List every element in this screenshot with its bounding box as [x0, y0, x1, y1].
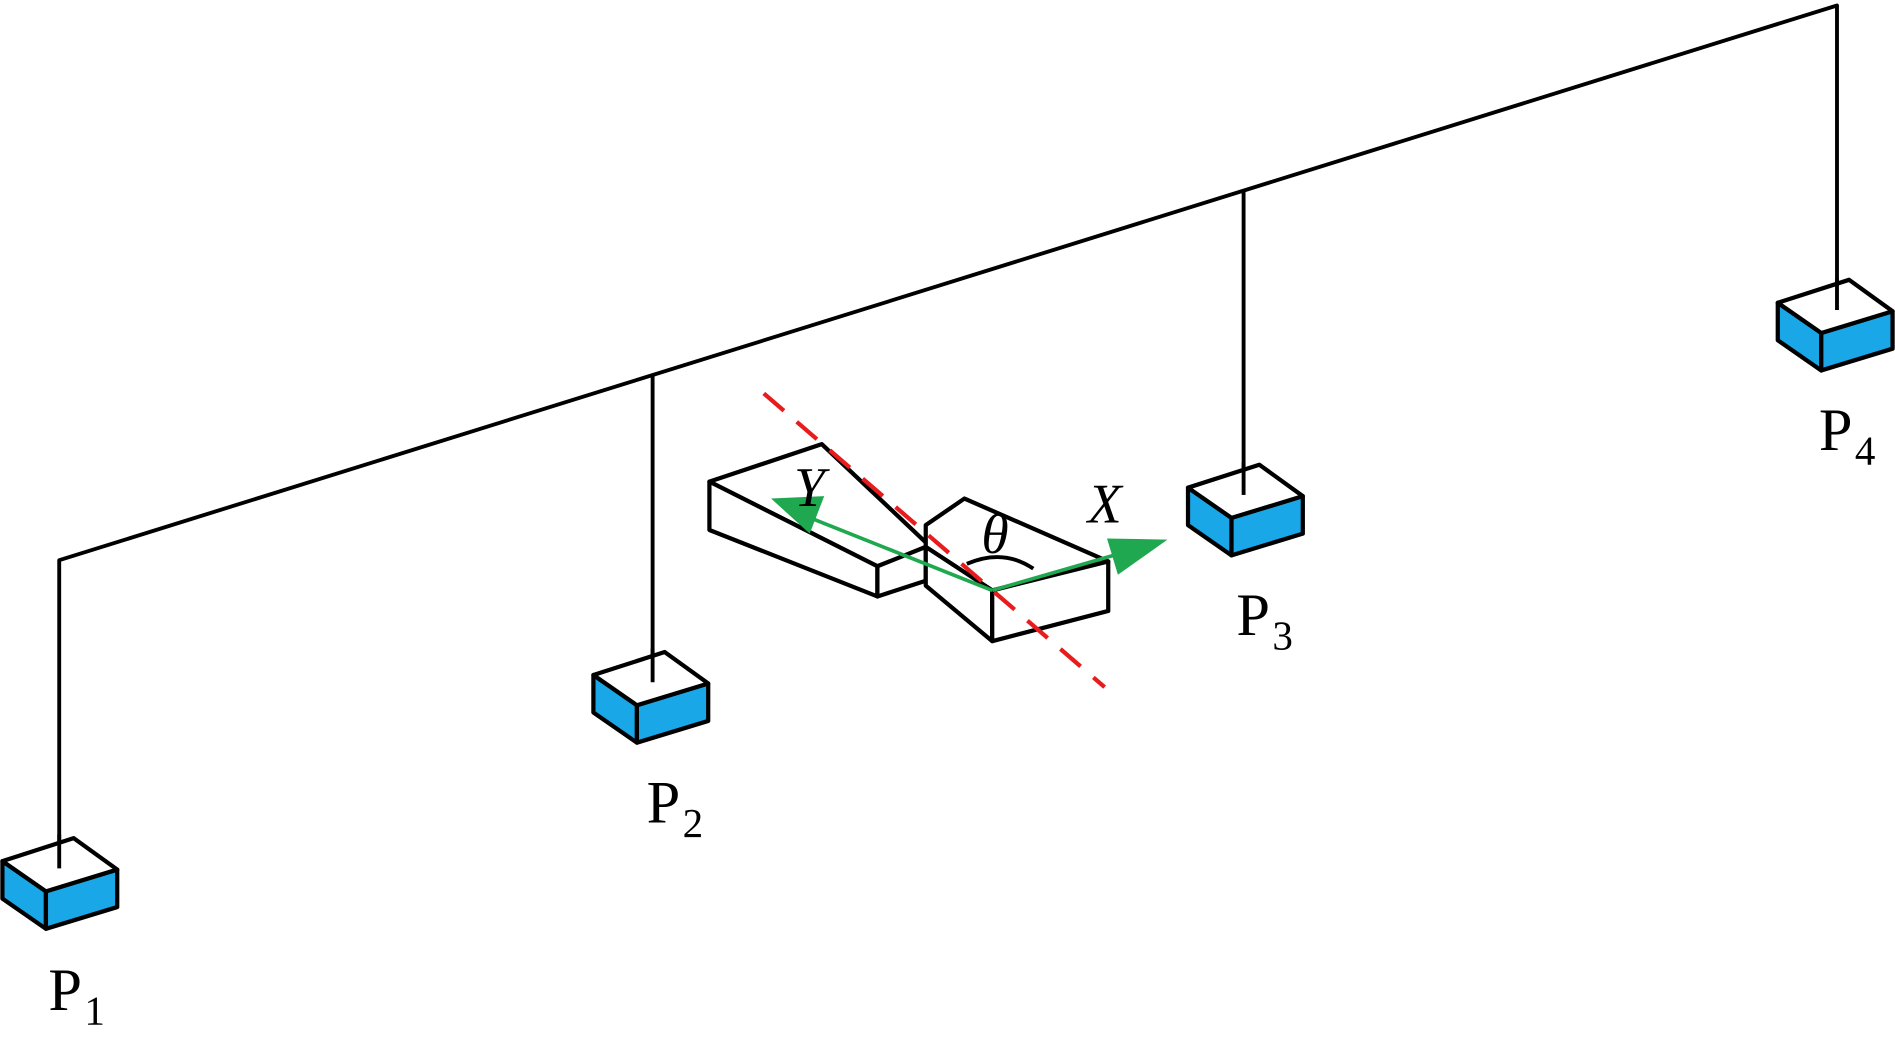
anchor-box-p2: [591, 648, 711, 745]
anchor-label-p3: P3: [1236, 582, 1293, 659]
theta-arc: [966, 555, 1035, 571]
right-block-front: [990, 559, 1111, 644]
anchor-box-p4: [1775, 277, 1895, 373]
reference-dashed-line: [762, 391, 1106, 689]
x-axis-arrowhead: [1107, 538, 1168, 575]
anchor-box-p3: [1185, 462, 1305, 558]
anchor-label-p1: P1: [48, 957, 105, 1034]
y-axis-label: Y: [794, 457, 830, 519]
anchor-box-p1: [0, 834, 120, 931]
y-axis-arrow-line: [806, 515, 993, 593]
theta-label: θ: [981, 504, 1008, 566]
xy-axes: [771, 496, 1168, 593]
anchor-label-p4: P4: [1819, 397, 1876, 474]
main-beam: [57, 3, 1839, 871]
anchor-label-p2: P2: [647, 769, 704, 846]
central-object: [707, 442, 1111, 644]
x-axis-label: X: [1086, 474, 1124, 536]
x-axis-arrow-line: [991, 552, 1119, 593]
y-axis-arrowhead: [771, 496, 825, 534]
